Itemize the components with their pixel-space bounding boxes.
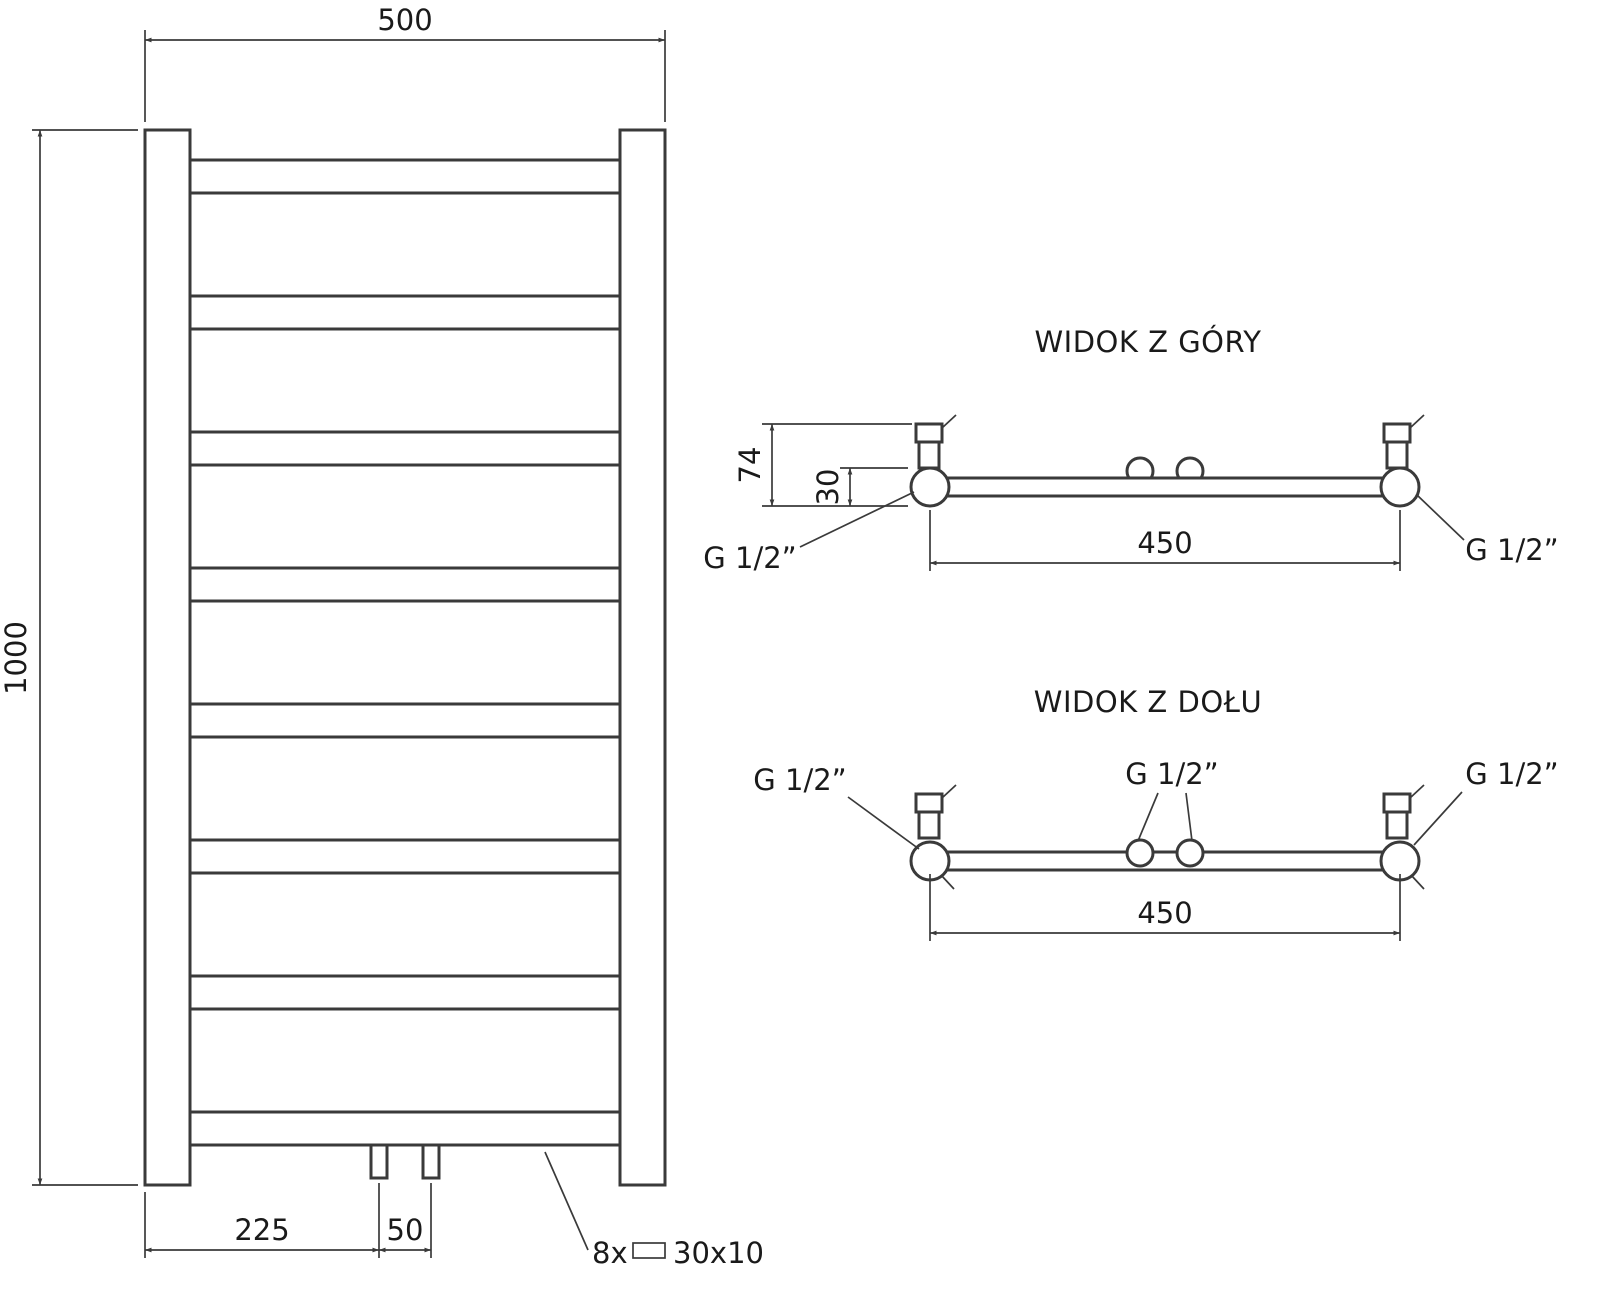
center-connection-left	[1125, 838, 1155, 868]
tube	[188, 566, 622, 603]
top-view-title: WIDOK Z GÓRY	[1034, 325, 1261, 359]
wall-bracket-right	[1382, 413, 1426, 470]
top-thread-callout-left: G 1/2”	[703, 491, 915, 575]
tube	[188, 430, 622, 467]
bottom-spacing-dim-label: 450	[1137, 896, 1192, 930]
width-dim-label: 500	[377, 3, 432, 37]
offset-dim-label: 225	[234, 1213, 289, 1247]
bottom-thread-callout-center: G 1/2”	[1125, 757, 1219, 842]
top-view: WIDOK Z GÓRY 74 30 450	[703, 325, 1558, 575]
tube	[188, 702, 622, 739]
top-spacing-dimension: 450	[929, 510, 1401, 571]
wall-bracket-left	[914, 413, 958, 470]
thread-label: G 1/2”	[703, 541, 796, 575]
collector-dimension: 30	[811, 467, 908, 506]
thread-label: G 1/2”	[753, 763, 846, 797]
tube	[188, 1110, 622, 1147]
tube	[188, 294, 622, 331]
collector-right-top-view	[1379, 466, 1421, 508]
connection-stub-right	[421, 1143, 441, 1180]
thread-label: G 1/2”	[1125, 757, 1218, 791]
bottom-view: WIDOK Z DOŁU G 1/2” G 1/2” G 1/2”	[753, 685, 1559, 941]
profile-count-label: 8x	[592, 1236, 628, 1270]
left-collector	[143, 128, 192, 1187]
top-spacing-dim-label: 450	[1137, 526, 1192, 560]
height-dim-label: 1000	[0, 621, 33, 695]
tube	[188, 974, 622, 1011]
front-view: 500 1000 225 50 8x 30x10	[0, 3, 764, 1270]
collector-left-top-view	[909, 466, 951, 508]
width-dimension: 500	[144, 3, 666, 122]
bottom-thread-callout-left: G 1/2”	[753, 763, 920, 850]
detail-tick	[940, 874, 955, 890]
connection-stub-left	[369, 1143, 389, 1180]
tube-bottom-view	[928, 850, 1402, 872]
tube	[188, 838, 622, 875]
profile-size-label: 30x10	[673, 1236, 764, 1270]
thread-label: G 1/2”	[1465, 757, 1558, 791]
bottom-spacing-dimension: 450	[929, 874, 1401, 941]
bottom-connection-dimensions: 225 50	[144, 1183, 432, 1258]
bottom-thread-callout-right: G 1/2”	[1413, 757, 1559, 846]
rectangle-profile-icon	[632, 1242, 666, 1259]
wall-bracket-right	[1382, 783, 1426, 840]
profile-callout: 8x 30x10	[544, 1151, 764, 1270]
wall-bracket-left	[914, 783, 958, 840]
top-thread-callout-right: G 1/2”	[1416, 494, 1559, 567]
tube	[188, 158, 622, 195]
right-collector	[618, 128, 667, 1187]
depth-dim-label: 74	[733, 447, 767, 484]
pitch-dim-label: 50	[387, 1213, 424, 1247]
detail-tick	[1410, 874, 1425, 890]
center-connection-right	[1175, 838, 1205, 868]
thread-label: G 1/2”	[1465, 533, 1558, 567]
height-dimension: 1000	[0, 129, 138, 1186]
bottom-view-title: WIDOK Z DOŁU	[1034, 685, 1262, 719]
collector-dim-label: 30	[811, 469, 845, 506]
tube-top-view	[928, 476, 1402, 498]
